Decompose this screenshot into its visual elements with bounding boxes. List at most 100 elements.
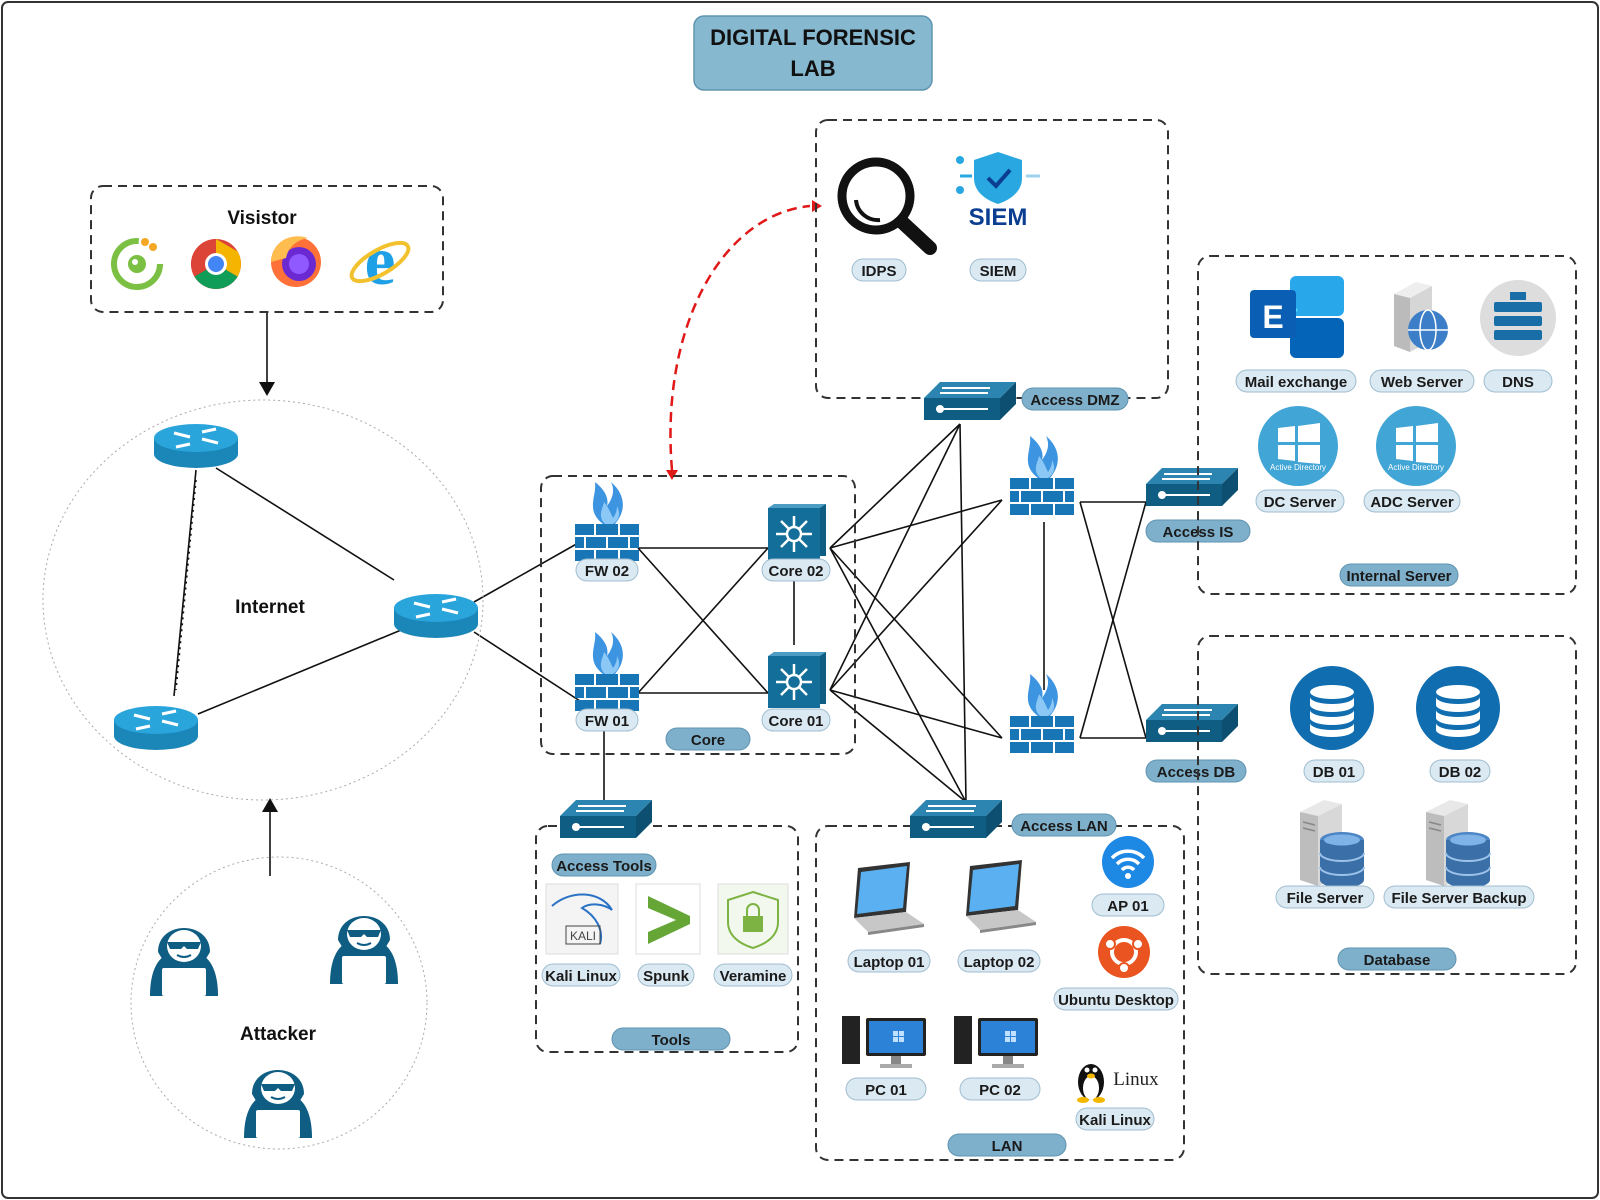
switch-icon <box>1145 703 1239 743</box>
kali-linux-tool-label: Kali Linux <box>545 968 617 985</box>
switch-icon <box>909 799 1003 839</box>
hacker-icon <box>243 1069 313 1139</box>
lan-zone: Access LAN Laptop 01 Laptop 02 AP 01 Ubu… <box>815 799 1185 1161</box>
internal-server-label: Internal Server <box>1346 568 1451 585</box>
siem-label: SIEM <box>980 263 1017 280</box>
magnifier-icon <box>837 157 937 255</box>
db02-label: DB 02 <box>1439 764 1482 781</box>
file-server-icon <box>1299 799 1365 889</box>
spunk-icon <box>635 883 701 955</box>
attacker-zone: Attacker <box>130 856 428 1150</box>
siem-logo-text: SIEM <box>969 204 1028 231</box>
access-tools-label: Access Tools <box>556 858 652 875</box>
switch-icon <box>923 381 1017 421</box>
web-server-label: Web Server <box>1381 374 1463 391</box>
pc02-label: PC 02 <box>979 1082 1021 1099</box>
db01-label: DB 01 <box>1313 764 1356 781</box>
diagram-title: DIGITAL FORENSIC LAB <box>693 15 933 91</box>
desktop-pc-icon <box>842 1016 926 1068</box>
exchange-icon: E <box>1250 276 1344 358</box>
internal-server-zone: E Mail exchange Web Server DNS Active Di… <box>1197 255 1577 595</box>
laptop-icon <box>854 862 924 935</box>
windows-icon: Active Directory <box>1258 406 1338 486</box>
database-zone: DB 01 DB 02 File Server File Server Back… <box>1197 635 1577 975</box>
windows-icon: Active Directory <box>1376 406 1456 486</box>
laptop-icon <box>966 860 1036 933</box>
firewall-icon <box>1009 673 1075 754</box>
dmz-zone: IDPS SIEM SIEM Access DMZ <box>815 119 1169 421</box>
pc01-label: PC 01 <box>865 1082 907 1099</box>
veramine-icon <box>717 883 789 955</box>
chrome-icon <box>191 239 241 289</box>
switch-icon <box>1145 467 1239 507</box>
switch-icon <box>559 799 653 839</box>
access-db-label: Access DB <box>1157 764 1236 781</box>
lan-label: LAN <box>992 1138 1023 1155</box>
hacker-icon <box>329 915 399 985</box>
desktop-pc-icon <box>954 1016 1038 1068</box>
ubuntu-icon <box>1098 926 1150 978</box>
core-zone: Core FW 02 FW 01 Core 02 Core 01 <box>540 475 856 755</box>
title-line-1: DIGITAL FORENSIC <box>710 25 916 50</box>
idps-label: IDPS <box>861 263 896 280</box>
visitor-label: Visistor <box>227 208 297 229</box>
internet-explorer-icon: e <box>349 223 411 300</box>
dns-icon <box>1480 280 1556 356</box>
firefox-icon <box>271 236 321 287</box>
siem-shield-icon: SIEM <box>956 152 1040 231</box>
layer3-switch-icon <box>766 650 828 710</box>
fw01-label: FW 01 <box>585 713 629 730</box>
dns-label: DNS <box>1502 374 1534 391</box>
firewall-icon <box>1009 435 1075 516</box>
file-server-backup-label: File Server Backup <box>1391 890 1526 907</box>
connections <box>173 200 1147 876</box>
tools-zone: Access Tools KALI Kali Linux Spunk Veram… <box>535 799 799 1053</box>
router-icon <box>112 704 200 752</box>
tools-label: Tools <box>652 1032 691 1049</box>
core01-label: Core 01 <box>768 713 823 730</box>
router-icon <box>152 422 240 470</box>
fw02-label: FW 02 <box>585 563 629 580</box>
layer3-switch-icon <box>766 502 828 562</box>
internet-zone: Internet <box>42 399 484 801</box>
web-server-icon <box>1394 282 1448 352</box>
internet-label: Internet <box>235 597 305 618</box>
ad-text: Active Directory <box>1270 463 1326 472</box>
core02-label: Core 02 <box>768 563 823 580</box>
mail-exchange-label: Mail exchange <box>1245 374 1348 391</box>
database-icon <box>1290 666 1374 750</box>
svg-text:e: e <box>364 223 395 300</box>
adc-server-label: ADC Server <box>1370 494 1454 511</box>
veramine-label: Veramine <box>720 968 787 985</box>
file-server-icon <box>1425 799 1491 889</box>
database-label: Database <box>1364 952 1431 969</box>
firewall-icon <box>574 481 640 562</box>
coccoc-browser-icon <box>111 238 163 290</box>
kali-linux-lan-label: Kali Linux <box>1079 1112 1151 1129</box>
access-lan-label: Access LAN <box>1020 818 1108 835</box>
access-dmz-label: Access DMZ <box>1030 392 1119 409</box>
kali-logo-text: KALI <box>570 929 596 943</box>
tux-icon: Linux <box>1077 1064 1159 1103</box>
kali-linux-icon: KALI <box>545 883 619 955</box>
laptop02-label: Laptop 02 <box>964 954 1035 971</box>
ad-text: Active Directory <box>1388 463 1444 472</box>
attacker-label: Attacker <box>240 1024 317 1045</box>
title-line-2: LAB <box>790 56 835 81</box>
database-icon <box>1416 666 1500 750</box>
router-icon <box>392 592 480 640</box>
hacker-icon <box>149 927 219 997</box>
ubuntu-desktop-label: Ubuntu Desktop <box>1058 992 1174 1009</box>
laptop01-label: Laptop 01 <box>854 954 925 971</box>
linux-logo-text: Linux <box>1113 1069 1159 1090</box>
visitor-zone: Visistor e <box>90 185 444 313</box>
ap01-label: AP 01 <box>1107 898 1148 915</box>
firewall-icon <box>574 631 640 712</box>
dc-server-label: DC Server <box>1264 494 1337 511</box>
svg-text:E: E <box>1262 299 1283 335</box>
file-server-label: File Server <box>1287 890 1364 907</box>
wifi-icon <box>1102 836 1154 888</box>
spunk-label: Spunk <box>643 968 689 985</box>
